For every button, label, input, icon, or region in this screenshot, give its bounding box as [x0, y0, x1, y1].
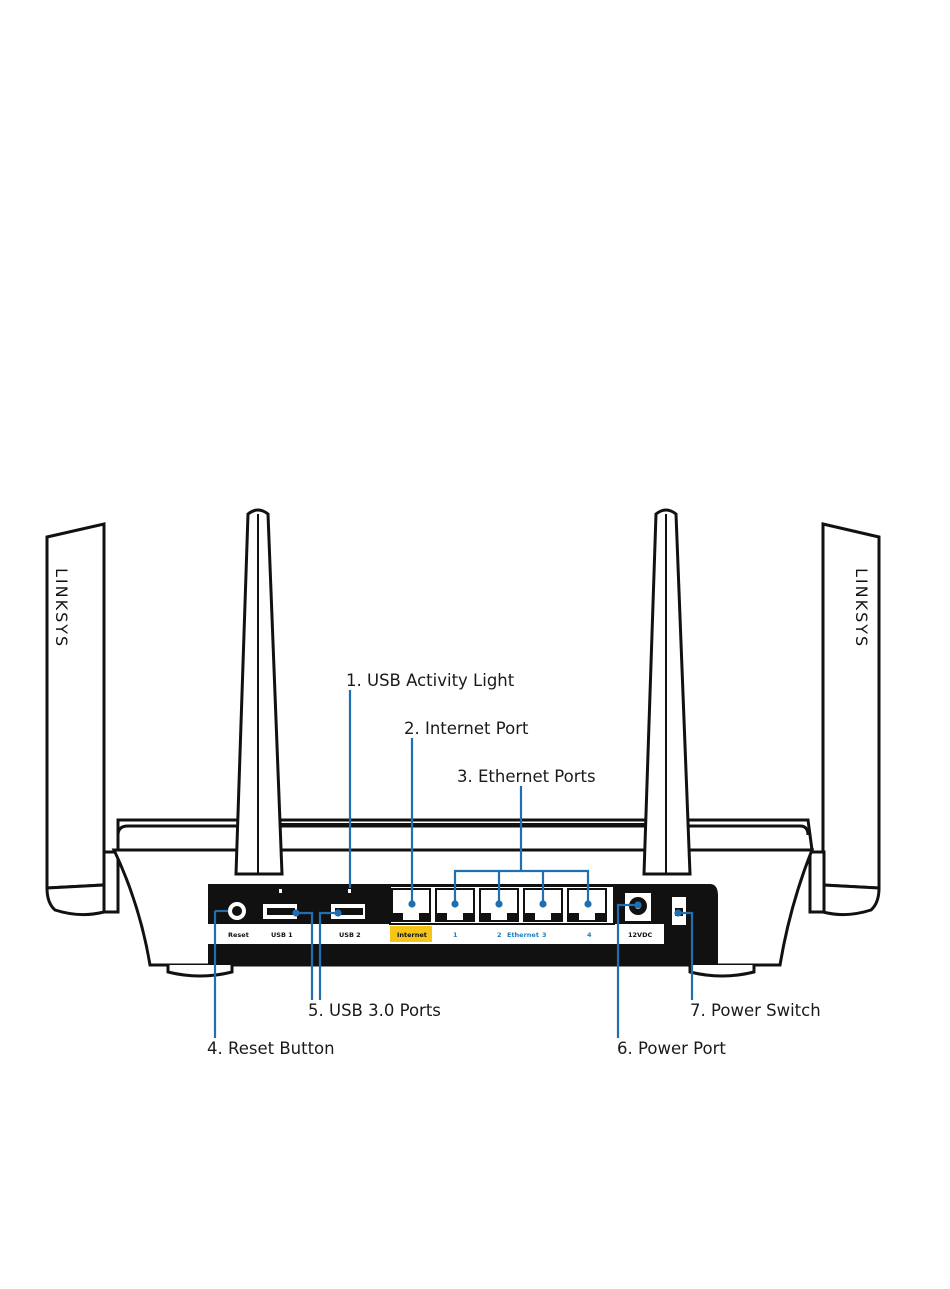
internet-label: Internet [397, 931, 427, 939]
right-antenna-logo: LINKSYS [852, 568, 871, 648]
usb2-label: USB 2 [339, 931, 361, 939]
callout-internet-port: 2. Internet Port [404, 721, 528, 738]
callout-usb-activity-light: 1. USB Activity Light [346, 673, 514, 690]
callout-power-switch: 7. Power Switch [690, 1003, 821, 1020]
eth2-label: 2 [497, 931, 502, 939]
ethernet-label: Ethernet [507, 931, 539, 939]
router-feet [168, 965, 754, 976]
eth1-label: 1 [453, 931, 458, 939]
eth3-label: 3 [542, 931, 547, 939]
reset-button [227, 901, 247, 921]
eth4-label: 4 [587, 931, 592, 939]
usb-activity-light [347, 888, 352, 894]
callout-reset-button: 4. Reset Button [207, 1041, 335, 1058]
callout-ethernet-ports: 3. Ethernet Ports [457, 769, 596, 786]
left-center-antenna [236, 510, 282, 874]
callout-power-port: 6. Power Port [617, 1041, 726, 1058]
callout-usb-ports: 5. USB 3.0 Ports [308, 1003, 441, 1020]
right-center-antenna [644, 510, 690, 874]
left-antenna-logo: LINKSYS [52, 568, 71, 648]
reset-label: Reset [228, 931, 249, 939]
usb1-label: USB 1 [271, 931, 293, 939]
power-label: 12VDC [628, 931, 652, 939]
